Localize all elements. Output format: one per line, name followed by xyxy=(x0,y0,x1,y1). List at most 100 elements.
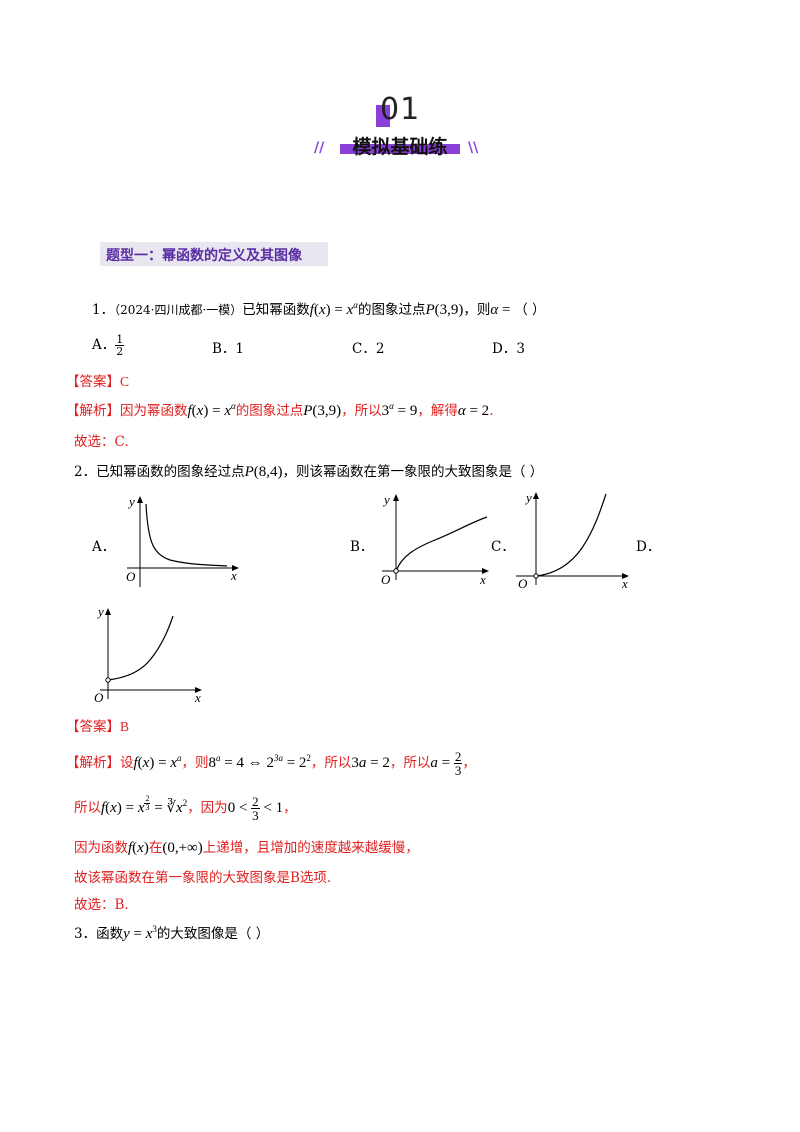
q2-point: P(8,4) xyxy=(244,464,283,480)
q2-line3-fx: f(x) xyxy=(128,840,149,856)
q1-alpha: α = xyxy=(490,302,515,318)
q2-answer-value: B xyxy=(120,719,130,734)
badge-accent-bar xyxy=(376,105,390,127)
q1-analysis-text-d: ，解得 xyxy=(417,403,458,419)
q2-analysis-so: ，所以 xyxy=(310,754,352,771)
q1-point: P(3,9) xyxy=(425,302,464,318)
chapter-number: 01 xyxy=(380,92,421,127)
q2-analysis-3a: 3a = 2 xyxy=(351,754,390,771)
q1-analysis-text-b: 的图象过点 xyxy=(235,403,304,419)
q1-option-c-value: 2 xyxy=(375,341,385,357)
x-axis-label: x xyxy=(230,568,237,583)
q1-option-d[interactable]: D．3 xyxy=(492,337,525,357)
x-axis-label: x xyxy=(194,690,201,704)
q2-analysis-equivalence: 8a = 4 ⇔ 23a = 22 xyxy=(208,752,311,771)
q1-option-c-label: C． xyxy=(352,341,376,357)
q2-option-d-label[interactable]: D． xyxy=(636,539,661,555)
y-arrow-icon xyxy=(137,496,143,503)
q2-answer: 【答案】B xyxy=(66,715,129,735)
q1-option-d-label: D． xyxy=(492,341,517,357)
intercept-point xyxy=(105,677,111,683)
y-arrow-icon xyxy=(105,608,111,615)
q3-function: y = x3 xyxy=(123,924,157,942)
x-arrow-icon xyxy=(622,573,629,579)
q2-option-b-label[interactable]: B． xyxy=(350,539,374,555)
q1-source: （2024·四川成都·一模） xyxy=(114,303,243,317)
q2-option-a-graph[interactable]: y x O xyxy=(115,492,250,592)
q1-analysis-formula: f(x) = xα xyxy=(187,401,236,419)
q1-stem-text-a: 已知幂函数 xyxy=(242,302,310,318)
x-axis-label: x xyxy=(621,576,628,590)
q1-option-c[interactable]: C．2 xyxy=(352,337,384,357)
q2-analysis-label: 【解析】 xyxy=(66,754,120,771)
q2-analysis-formula: f(x) = xa xyxy=(133,752,182,771)
q1-analysis-result: α = 2 xyxy=(457,403,490,419)
q2-line3-text: 上递增，且增加的速度越来越缓慢， xyxy=(202,840,419,856)
origin-label: O xyxy=(126,569,136,584)
q1-answer-label: 【答案】 xyxy=(66,374,120,390)
q1-analysis-text-a: 因为幂函数 xyxy=(120,403,188,419)
q1-option-d-value: 3 xyxy=(516,341,525,357)
q2-option-c-graph[interactable]: y x O xyxy=(510,490,635,590)
q1-stem: 1．（2024·四川成都·一模）已知幂函数f(x) = xα的图象过点P(3,9… xyxy=(92,298,546,319)
q1-option-b-label: B． xyxy=(212,341,236,357)
x-arrow-icon xyxy=(232,565,239,571)
q1-number: 1． xyxy=(92,302,115,318)
q2-answer-label: 【答案】 xyxy=(66,719,120,735)
origin-point xyxy=(533,573,539,579)
q2-number: 2． xyxy=(74,464,97,480)
q3-stem-text-a: 函数 xyxy=(96,926,124,942)
q1-analysis-text-c: ，所以 xyxy=(341,403,382,419)
q2-line3-interval: (0,+∞) xyxy=(162,840,203,856)
curve xyxy=(535,493,607,577)
q2-analysis-line1: 【解析】设f(x) = xa，则8a = 4 ⇔ 23a = 22，所以3a =… xyxy=(66,749,476,778)
q3-stem-text-b: 的大致图像是（ ） xyxy=(156,926,270,942)
q1-analysis-point: P(3,9) xyxy=(303,403,342,419)
y-axis-label: y xyxy=(382,492,390,507)
q2-analysis-set: 设 xyxy=(120,754,134,771)
q2-conclusion: 故选：B. xyxy=(74,897,129,913)
q2-option-d-graph[interactable]: y x O xyxy=(90,604,210,704)
y-arrow-icon xyxy=(533,492,539,499)
q1-analysis: 【解析】因为幂函数f(x) = xα的图象过点P(3,9)，所以3α = 9，解… xyxy=(66,401,494,419)
q2-line3-b: 在 xyxy=(148,840,163,856)
q2-analysis-then: ，则 xyxy=(181,754,209,771)
chapter-title: 模拟基础练 xyxy=(352,136,448,158)
q2-analysis-line3: 因为函数f(x)在(0,+∞)上递增，且增加的速度越来越缓慢， xyxy=(74,836,419,857)
y-arrow-icon xyxy=(393,494,399,501)
curve xyxy=(107,615,174,681)
origin-label: O xyxy=(94,690,104,704)
origin-label: O xyxy=(381,572,391,587)
q2-stem-text-a: 已知幂函数的图象经过点 xyxy=(96,464,245,480)
q2-option-c-label[interactable]: C． xyxy=(491,539,515,555)
x-arrow-icon xyxy=(482,568,489,574)
origin-label: O xyxy=(518,576,528,590)
title-underline-bar xyxy=(340,144,460,154)
q1-stem-blank: （ ） xyxy=(514,302,546,318)
q1-stem-text-c: ，则 xyxy=(463,302,491,318)
q1-analysis-label: 【解析】 xyxy=(66,403,120,419)
x-arrow-icon xyxy=(195,687,202,693)
q2-analysis-line4: 故该幂函数在第一象限的大致图象是B选项. xyxy=(74,870,332,886)
q2-option-a-label[interactable]: A． xyxy=(92,539,116,555)
x-axis-label: x xyxy=(479,572,486,587)
q2-stem-text-b: ，则该幂函数在第一象限的大致图象是（ ） xyxy=(282,464,544,480)
q3-stem: 3．函数y = x3的大致图像是（ ） xyxy=(74,922,269,943)
q1-option-b[interactable]: B．1 xyxy=(212,337,244,357)
q2-line2-because: ，因为 xyxy=(187,799,228,816)
left-slashes-icon: // xyxy=(314,140,325,156)
curve xyxy=(395,516,488,572)
y-axis-label: y xyxy=(96,604,104,619)
q1-option-b-value: 1 xyxy=(235,341,245,357)
y-axis-label: y xyxy=(127,494,135,509)
q1-analysis-equation: 3α = 9 xyxy=(381,401,418,419)
q2-option-b-graph[interactable]: y x O xyxy=(370,490,495,590)
chapter-badge: 01 // \\ 模拟基础练 xyxy=(310,92,490,162)
q1-stem-text-b: 的图象过点 xyxy=(357,302,426,318)
section-heading: 题型一：幂函数的定义及其图像 xyxy=(100,242,328,266)
